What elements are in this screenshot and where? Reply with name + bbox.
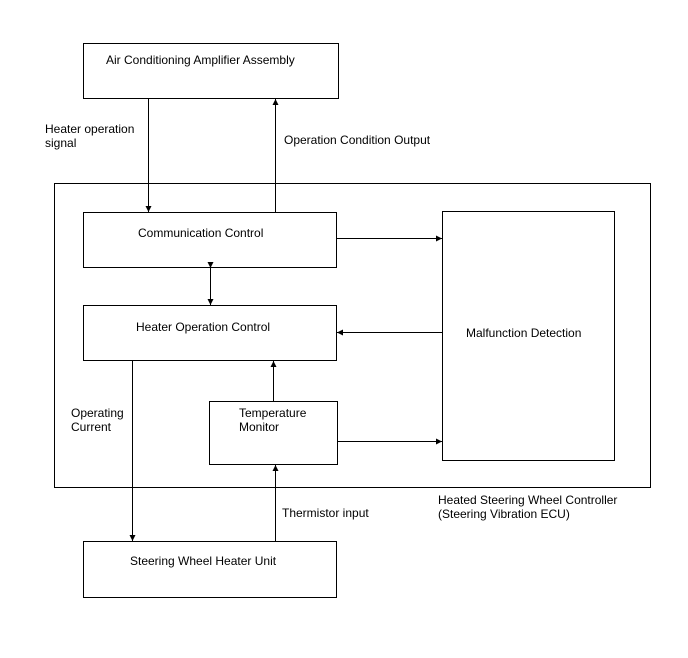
- communication-control-label: Communication Control: [138, 226, 264, 240]
- heater-operation-control-label: Heater Operation Control: [136, 320, 271, 334]
- malfunction-detection-block: [442, 211, 615, 461]
- steering-wheel-heater-unit-block: [83, 541, 337, 598]
- temperature-monitor-label: Temperature Monitor: [239, 406, 307, 434]
- thermistor-input-label: Thermistor input: [282, 506, 369, 520]
- steering-wheel-heater-unit-label: Steering Wheel Heater Unit: [130, 554, 277, 568]
- heater-operation-control-block: [83, 305, 337, 361]
- operating-current-label: Operating Current: [71, 406, 124, 434]
- ac-amplifier-block: [83, 43, 339, 99]
- communication-control-block: [83, 212, 337, 268]
- ac-amplifier-label: Air Conditioning Amplifier Assembly: [106, 53, 295, 67]
- operation-condition-output-label: Operation Condition Output: [284, 133, 431, 147]
- controller-label: Heated Steering Wheel Controller (Steeri…: [438, 493, 618, 521]
- temperature-monitor-block: [209, 401, 338, 465]
- heater-operation-signal-label: Heater operation signal: [45, 122, 135, 150]
- malfunction-detection-label: Malfunction Detection: [466, 326, 582, 340]
